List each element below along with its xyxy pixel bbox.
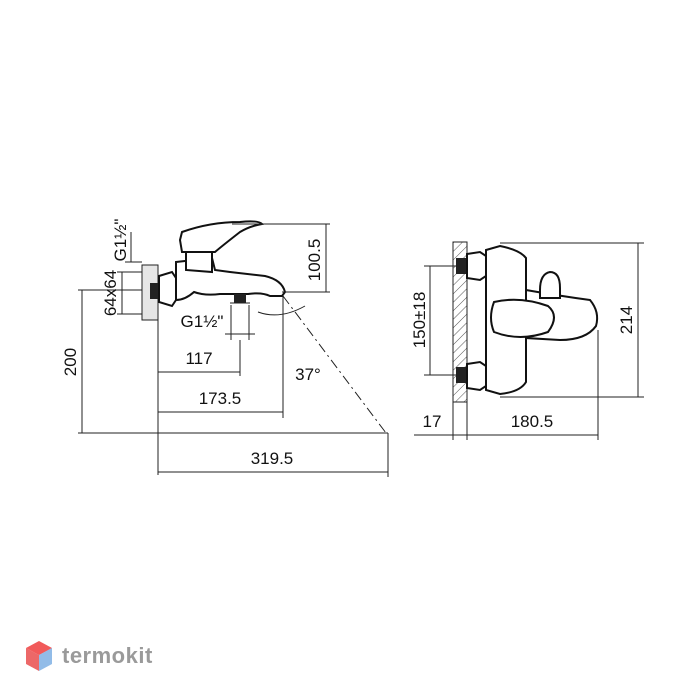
dim-117: 117	[185, 349, 212, 368]
front-wall	[452, 241, 468, 403]
front-nut-bottom	[456, 367, 467, 383]
dim-200: 200	[61, 348, 80, 376]
termokit-logo: termokit	[24, 638, 153, 674]
dim-173-5: 173.5	[199, 389, 242, 408]
dim-150-18: 150±18	[410, 292, 429, 349]
front-nut-top	[456, 258, 467, 274]
side-handle	[178, 220, 265, 253]
dim-37deg: 37°	[295, 365, 321, 384]
side-inlet-fitting	[158, 270, 177, 308]
dim-64x64: 64x64	[101, 270, 120, 316]
dim-319-5: 319.5	[251, 449, 294, 468]
side-outlet-nut	[234, 294, 246, 303]
termokit-logo-text: termokit	[62, 643, 153, 668]
side-view: 100.5 G1½" 64x64 G1½" 200 117 173.5 37°	[61, 219, 389, 477]
dim-180-5: 180.5	[511, 412, 554, 431]
dim-g12-bottom: G1½"	[181, 312, 224, 331]
side-eccentric-nut	[150, 283, 159, 299]
front-view: 150±18 214 17 180.5	[410, 241, 644, 440]
front-handle	[539, 270, 561, 299]
side-riser	[185, 251, 213, 274]
termokit-logo-icon	[26, 641, 52, 671]
dim-214: 214	[617, 306, 636, 334]
dim-g12-top: G1½"	[111, 219, 130, 262]
dim-17: 17	[423, 412, 442, 431]
dim-100-5: 100.5	[305, 239, 324, 282]
